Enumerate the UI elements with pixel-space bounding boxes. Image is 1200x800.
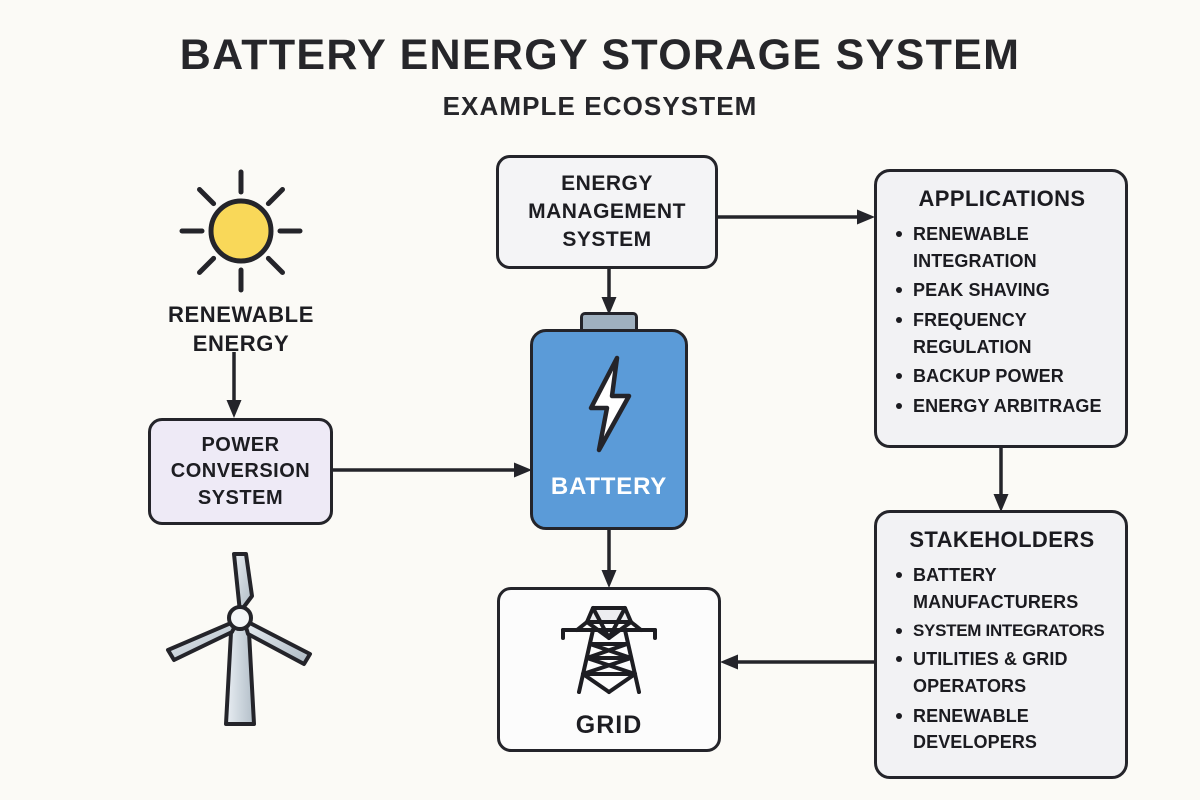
ems-line-1: ENERGY <box>561 172 653 196</box>
node-grid[interactable]: GRID <box>497 587 721 752</box>
card-applications[interactable]: APPLICATIONS RENEWABLE INTEGRATION PEAK … <box>874 169 1128 448</box>
applications-list: RENEWABLE INTEGRATION PEAK SHAVING FREQU… <box>891 221 1113 419</box>
transmission-tower-icon <box>555 600 663 705</box>
connector-energy-management-to-applications <box>716 208 878 226</box>
node-energy-management-system[interactable]: ENERGY MANAGEMENT SYSTEM <box>496 155 718 269</box>
list-item: SYSTEM INTEGRATORS <box>891 618 1113 643</box>
node-battery[interactable]: BATTERY <box>530 312 688 530</box>
list-item: RENEWABLE INTEGRATION <box>891 221 1113 274</box>
renewable-energy-label-line1: RENEWABLE <box>168 302 314 327</box>
pcs-line-1: POWER <box>201 433 280 456</box>
list-item: BATTERY MANUFACTURERS <box>891 562 1113 615</box>
stakeholders-title: STAKEHOLDERS <box>909 527 1095 552</box>
list-item: BACKUP POWER <box>891 363 1113 390</box>
battery-label: BATTERY <box>550 473 668 500</box>
sun-icon <box>171 168 311 294</box>
grid-label: GRID <box>575 710 643 739</box>
list-item: FREQUENCY REGULATION <box>891 307 1113 360</box>
page-subtitle: EXAMPLE ECOSYSTEM <box>442 91 758 121</box>
card-stakeholders[interactable]: STAKEHOLDERS BATTERY MANUFACTURERS SYSTE… <box>874 510 1128 779</box>
page-title: BATTERY ENERGY STORAGE SYSTEM <box>179 31 1021 79</box>
connector-battery-to-grid <box>600 530 618 590</box>
list-item: ENERGY ARBITRAGE <box>891 393 1113 420</box>
renewable-energy-label-line2: ENERGY <box>192 331 290 357</box>
ems-line-2: MANAGEMENT <box>528 200 686 224</box>
applications-title: APPLICATIONS <box>918 186 1086 211</box>
list-item: RENEWABLE DEVELOPERS <box>891 703 1113 756</box>
connector-stakeholders-to-grid <box>719 653 879 671</box>
stakeholders-list: BATTERY MANUFACTURERS SYSTEM INTEGRATORS… <box>891 562 1113 756</box>
connector-renewable-to-power-conversion <box>225 352 243 420</box>
connector-energy-management-to-battery <box>600 267 618 317</box>
pcs-line-2: CONVERSION <box>170 460 311 483</box>
node-power-conversion-system[interactable]: POWER CONVERSION SYSTEM <box>148 418 333 525</box>
pcs-line-3: SYSTEM <box>197 486 284 509</box>
connector-applications-to-stakeholders <box>992 446 1010 514</box>
connector-power-conversion-to-battery <box>331 461 535 479</box>
lightning-bolt-icon <box>573 354 645 459</box>
wind-turbine-icon <box>160 552 320 728</box>
ems-line-3: SYSTEM <box>562 227 652 251</box>
renewable-energy-label: RENEWABLE ENERGY <box>110 300 372 358</box>
battery-body: BATTERY <box>530 329 688 530</box>
list-item: PEAK SHAVING <box>891 277 1113 304</box>
list-item: UTILITIES & GRID OPERATORS <box>891 646 1113 699</box>
